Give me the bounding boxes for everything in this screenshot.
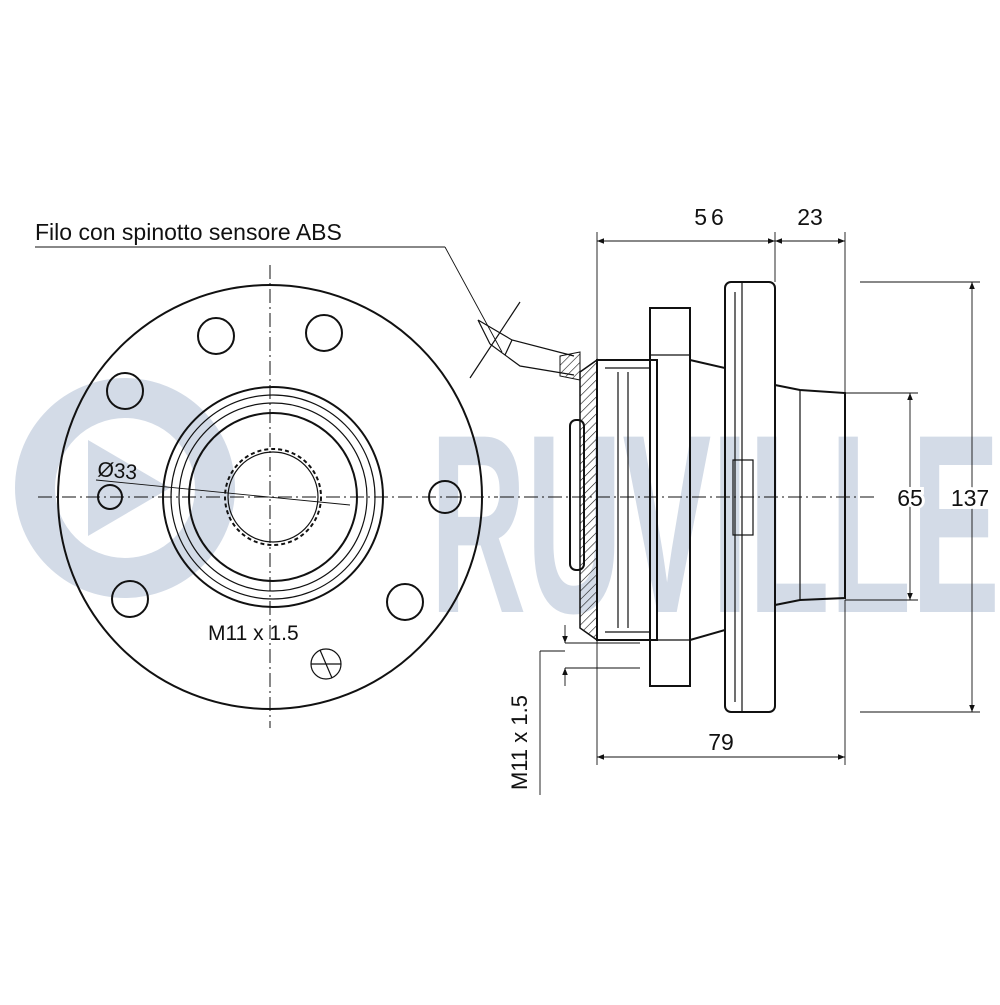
spline-bore	[227, 451, 319, 543]
bolt-hole	[386, 583, 424, 621]
hub-ring-inner	[188, 412, 358, 582]
dimension-137-label: 137	[951, 485, 989, 511]
abs-leader-line	[444, 246, 503, 353]
dimension-65-label: 65	[897, 485, 923, 511]
abs-sensor-label: Filo con spinotto sensore ABS	[35, 219, 342, 245]
hub-front-view: Ø33 M11 x 1.5	[38, 265, 498, 728]
bolt-hole	[197, 317, 235, 355]
spline-teeth	[224, 448, 322, 546]
inner-seal	[569, 419, 585, 571]
threaded-hole	[97, 484, 123, 510]
ruville-logo-emblem	[15, 378, 235, 598]
hub-ring-outer	[162, 386, 384, 608]
abs-wire-break-line	[469, 301, 521, 379]
thread-front-label: M11 x 1.5	[208, 622, 299, 645]
thread-side-label: M11 x 1.5	[507, 695, 532, 790]
dimension-23-label: 23	[797, 204, 823, 230]
diameter-leader-line	[95, 479, 351, 506]
abs-wire	[477, 319, 575, 376]
dimension-56-label: 56	[694, 204, 728, 230]
bore-diameter-label: Ø33	[97, 458, 139, 484]
hub-side-view: 56 23 65 137 79 M11 x 1.5	[500, 204, 992, 795]
dimension-79-label: 79	[708, 729, 734, 755]
abs-connector	[559, 351, 581, 381]
thread-symbol-icon	[310, 648, 342, 680]
bolt-hole	[111, 580, 149, 618]
abs-sensor-callout: Filo con spinotto sensore ABS	[35, 219, 581, 381]
hub-ring-3	[178, 402, 368, 592]
bolt-holes	[97, 314, 462, 621]
bolt-hole	[305, 314, 343, 352]
bolt-hole	[428, 480, 462, 514]
hub-ring-2	[170, 394, 376, 600]
bearing-outer-ring	[596, 359, 658, 641]
ruville-wordmark: RUVILLE	[430, 382, 1000, 667]
bolt-hole	[106, 372, 144, 410]
mounting-flange	[649, 307, 691, 687]
ruville-watermark: RUVILLE	[15, 378, 1000, 667]
flange-slot	[732, 459, 754, 536]
flange-outer-circle	[57, 284, 483, 710]
bearing-section-hatched	[579, 358, 598, 642]
